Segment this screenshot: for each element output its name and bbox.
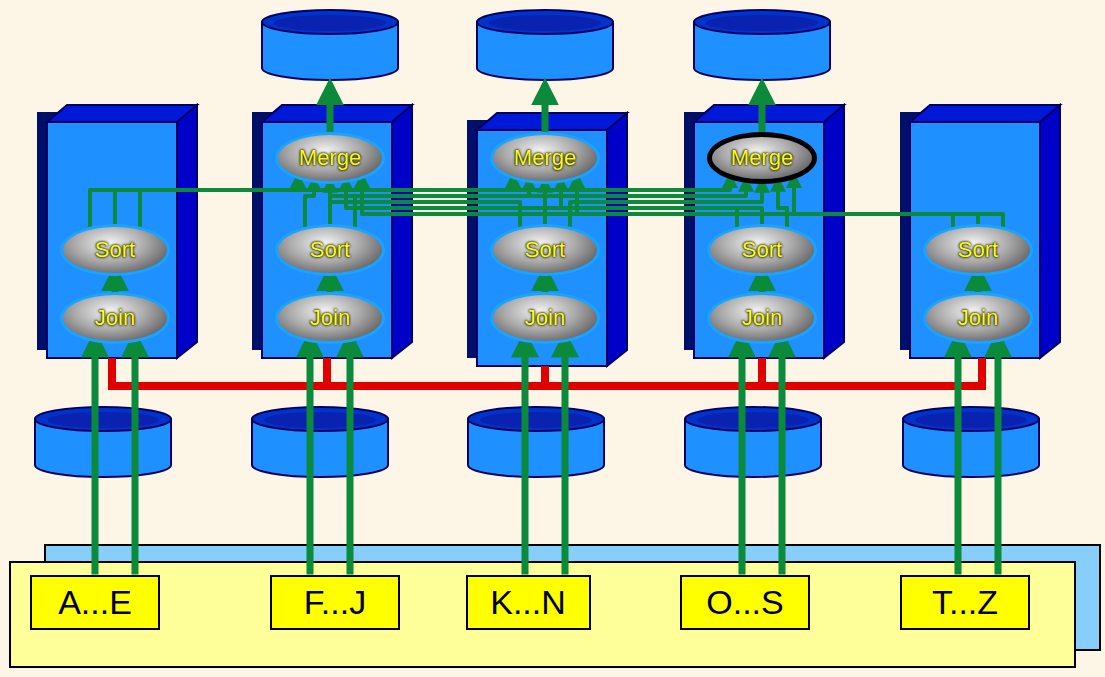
- flow-arrow: [778, 183, 787, 227]
- disk: [477, 10, 613, 80]
- sort-operator: Sort: [60, 224, 170, 276]
- flow-arrow: [759, 276, 766, 292]
- node-label: Join: [742, 305, 782, 331]
- merge-operator: Merge: [275, 132, 385, 184]
- server-cabinet: [900, 105, 1060, 358]
- flow-arrow: [346, 183, 737, 227]
- flow-arrow: [562, 342, 569, 574]
- disk: [252, 407, 388, 477]
- output-arrow: [330, 90, 762, 132]
- join-operator: Join: [275, 292, 385, 344]
- flow-arrow: [794, 179, 1003, 227]
- flow-arrow: [570, 184, 762, 227]
- partition-box: O...S: [680, 575, 810, 630]
- flow-arrow: [132, 342, 139, 574]
- disk: [694, 10, 830, 80]
- disk: [262, 10, 398, 80]
- node-label: O...S: [706, 583, 783, 622]
- flow-arrow: [90, 179, 298, 227]
- server-cabinet: [252, 105, 412, 358]
- node-label: Sort: [95, 237, 135, 263]
- sort-operator: Sort: [707, 224, 817, 276]
- node-label: A...E: [58, 583, 132, 622]
- server-cabinet: [684, 105, 844, 358]
- join-operator: Join: [490, 292, 600, 344]
- partition-box: K...N: [466, 575, 591, 630]
- partition-box: T...Z: [900, 575, 1030, 630]
- node-label: T...Z: [932, 583, 998, 622]
- node-label: Merge: [514, 145, 576, 171]
- disk: [685, 407, 821, 477]
- sort-operator: Sort: [490, 224, 600, 276]
- sort-operator: Sort: [923, 224, 1033, 276]
- network-bus: [108, 358, 985, 390]
- node-label: Sort: [310, 237, 350, 263]
- join-operator: Join: [707, 292, 817, 344]
- sort-operator: Sort: [275, 224, 385, 276]
- partition-box: A...E: [30, 575, 160, 630]
- join-operator: Join: [60, 292, 170, 344]
- node-label: Sort: [958, 237, 998, 263]
- node-label: Merge: [731, 145, 793, 171]
- node-label: Sort: [742, 237, 782, 263]
- node-label: Merge: [299, 145, 361, 171]
- flow-arrow: [330, 184, 520, 227]
- merge-operator: Merge: [707, 132, 817, 184]
- flow-arrow: [975, 276, 982, 292]
- server-cabinet: [467, 113, 627, 366]
- node-label: F...J: [304, 583, 366, 622]
- flow-arrow: [577, 179, 978, 224]
- flow-arrow: [92, 342, 99, 574]
- node-label: K...N: [490, 583, 566, 622]
- flow-arrow: [327, 276, 334, 292]
- node-label: Join: [310, 305, 350, 331]
- node-label: Join: [525, 305, 565, 331]
- disk: [903, 407, 1039, 477]
- flow-arrow: [542, 276, 549, 292]
- join-operator: Join: [923, 292, 1033, 344]
- flow-arrow: [995, 342, 1002, 574]
- flow-arrow: [561, 183, 762, 224]
- flow-arrow: [522, 342, 529, 574]
- flow-arrow: [739, 342, 746, 574]
- disk: [35, 407, 171, 477]
- flow-arrow: [307, 342, 314, 574]
- flow-arrow: [355, 183, 746, 227]
- front-panel: [10, 562, 1075, 667]
- server-cabinet: [37, 105, 197, 358]
- flow-arrow: [543, 184, 547, 224]
- flow-arrow: [347, 342, 354, 574]
- node-label: Sort: [525, 237, 565, 263]
- disk: [468, 407, 604, 477]
- flow-arrow: [779, 342, 786, 574]
- flow-arrow: [362, 179, 953, 227]
- flow-arrow: [112, 276, 119, 292]
- flow-arrow: [305, 183, 314, 227]
- merge-operator: Merge: [490, 132, 600, 184]
- flow-arrow: [955, 342, 962, 574]
- node-label: Join: [958, 305, 998, 331]
- node-label: Join: [95, 305, 135, 331]
- partition-box: F...J: [270, 575, 400, 630]
